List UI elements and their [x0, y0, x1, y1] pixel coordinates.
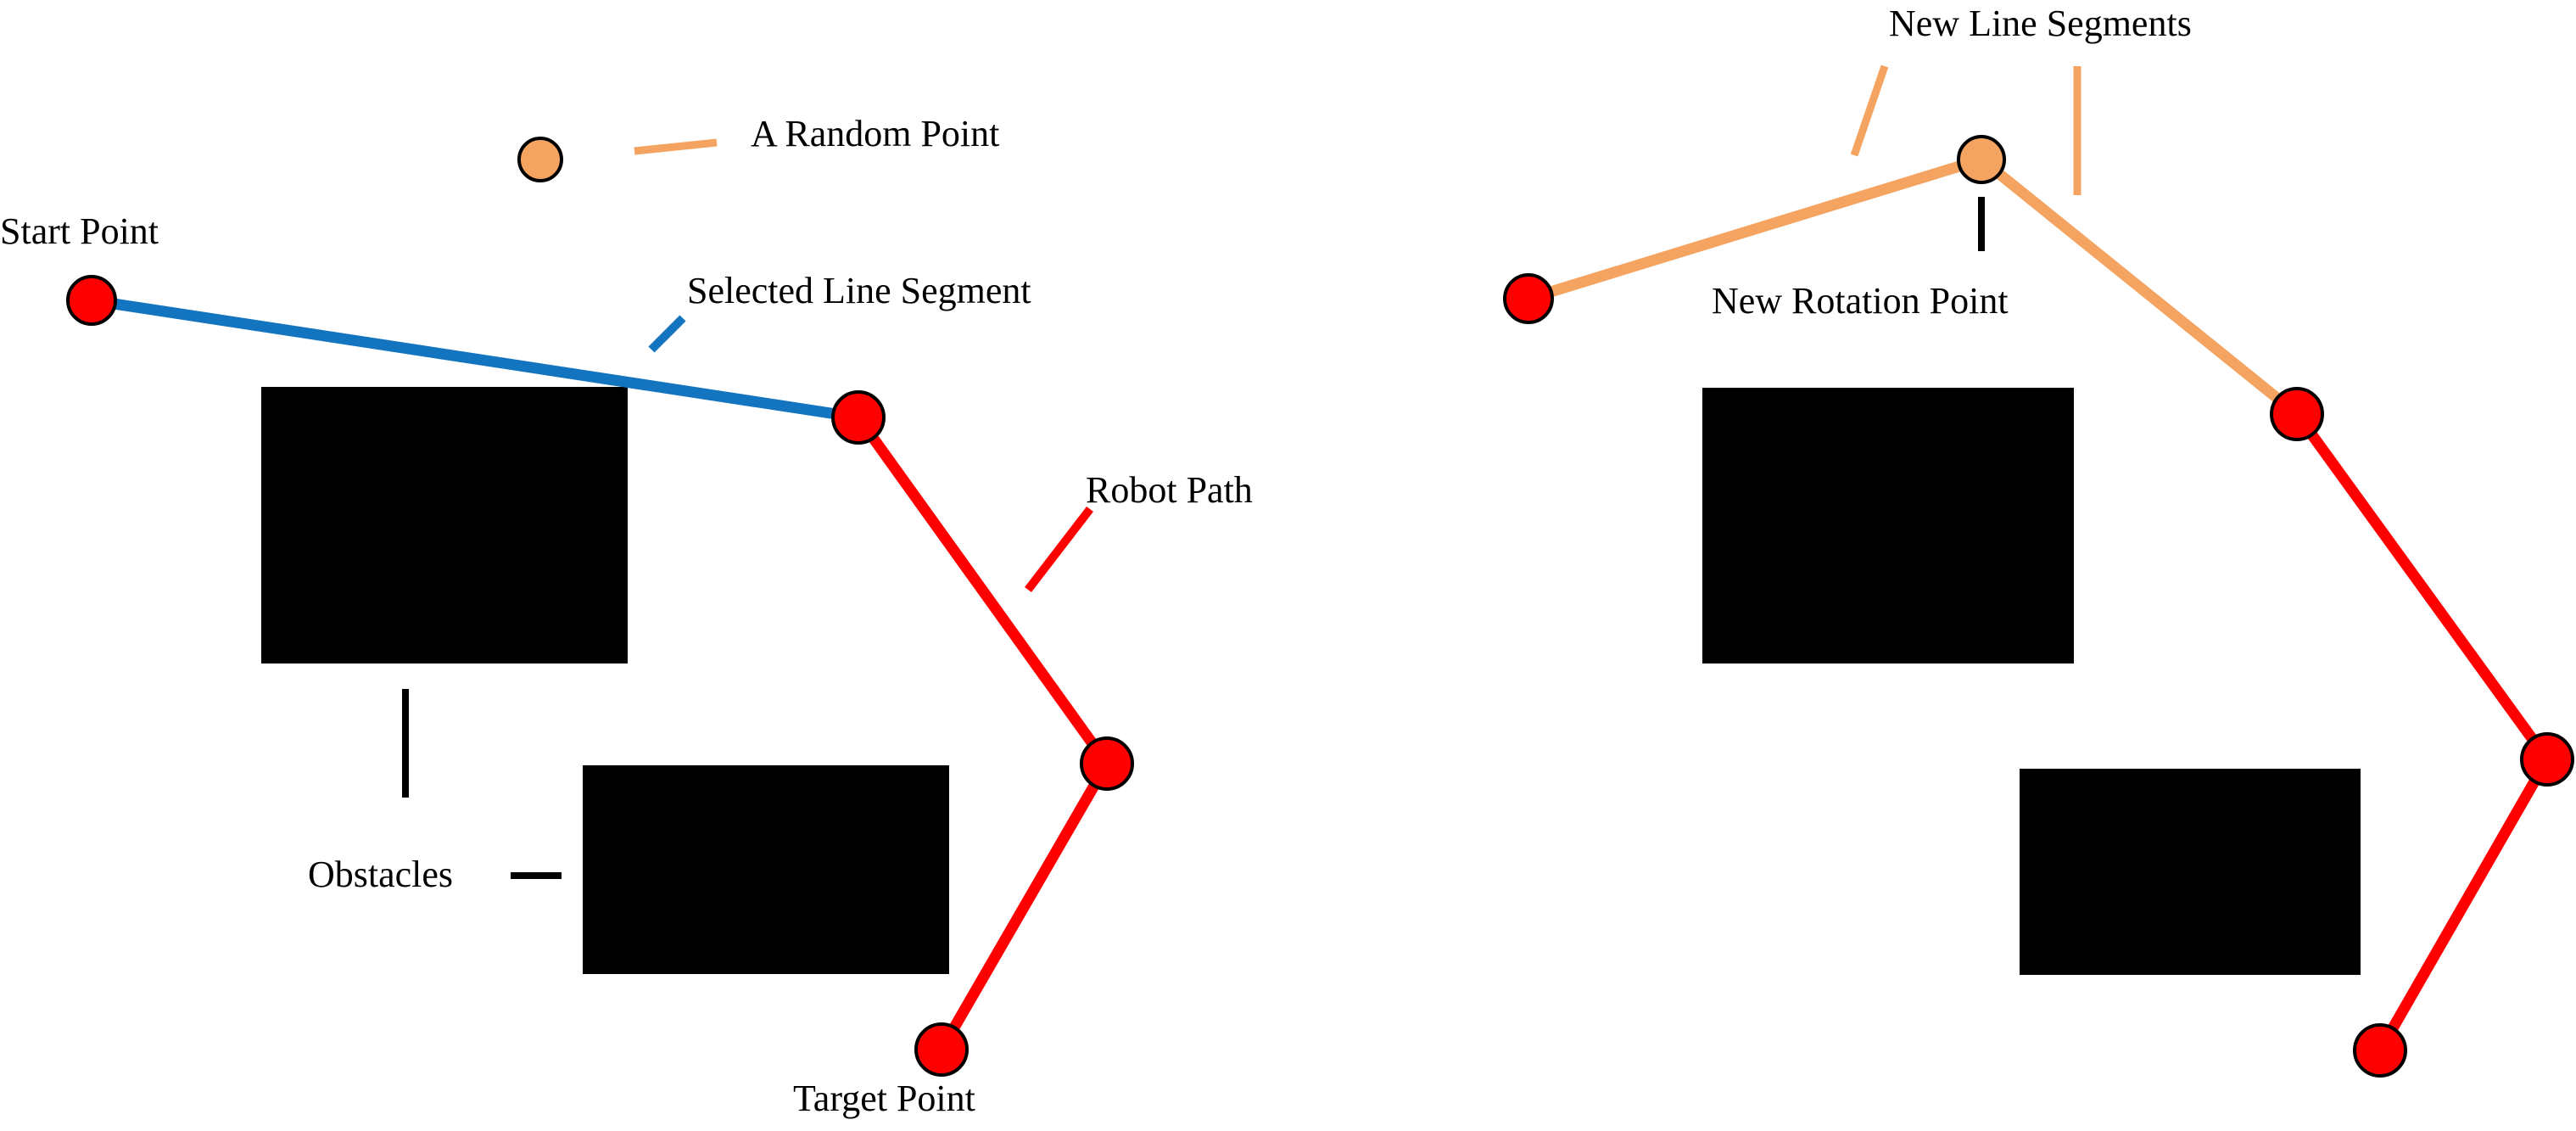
red-point-marker[interactable]	[2353, 1023, 2407, 1078]
label-a-random-point: A Random Point	[751, 113, 1000, 154]
label-new-rotation-point: New Rotation Point	[1712, 280, 2009, 322]
leader-line	[648, 315, 686, 353]
obstacle-rect	[2020, 769, 2361, 975]
label-selected-line-segment: Selected Line Segment	[687, 270, 1031, 311]
label-obstacles: Obstacles	[308, 854, 454, 895]
label-start-point: Start Point	[0, 210, 159, 252]
red-point-marker[interactable]	[1080, 736, 1134, 791]
obstacle-rect	[1702, 388, 2074, 663]
robot-path-segment	[2375, 756, 2552, 1054]
red-point-marker[interactable]	[2270, 387, 2324, 441]
red-point-marker[interactable]	[66, 275, 117, 326]
leader-lines-layer	[402, 64, 2081, 879]
obstacle-rect	[261, 387, 628, 663]
robot-path-segment	[936, 760, 1112, 1053]
red-point-marker[interactable]	[831, 390, 886, 445]
label-robot-path: Robot Path	[1086, 469, 1253, 511]
leader-line	[634, 138, 718, 155]
orange-point-marker[interactable]	[1957, 135, 2006, 184]
new-line-segment	[1527, 154, 1983, 305]
label-new-line-segments: New Line Segments	[1889, 3, 2192, 44]
segments-layer	[91, 154, 2552, 1054]
red-point-marker[interactable]	[2520, 732, 2574, 787]
robot-path-segment	[853, 414, 1112, 767]
orange-point-marker[interactable]	[517, 137, 563, 182]
leader-line	[1850, 64, 1889, 157]
leader-line	[1025, 506, 1093, 593]
new-line-segment	[1977, 154, 2301, 419]
selected-line-segment	[91, 294, 859, 423]
nodes-layer	[66, 135, 2574, 1078]
red-point-marker[interactable]	[914, 1022, 969, 1077]
robot-path-segment	[2292, 411, 2552, 763]
label-target-point: Target Point	[793, 1078, 975, 1119]
obstacle-rect	[583, 765, 949, 974]
red-point-marker[interactable]	[1503, 273, 1554, 324]
obstacles-layer	[261, 387, 2361, 975]
